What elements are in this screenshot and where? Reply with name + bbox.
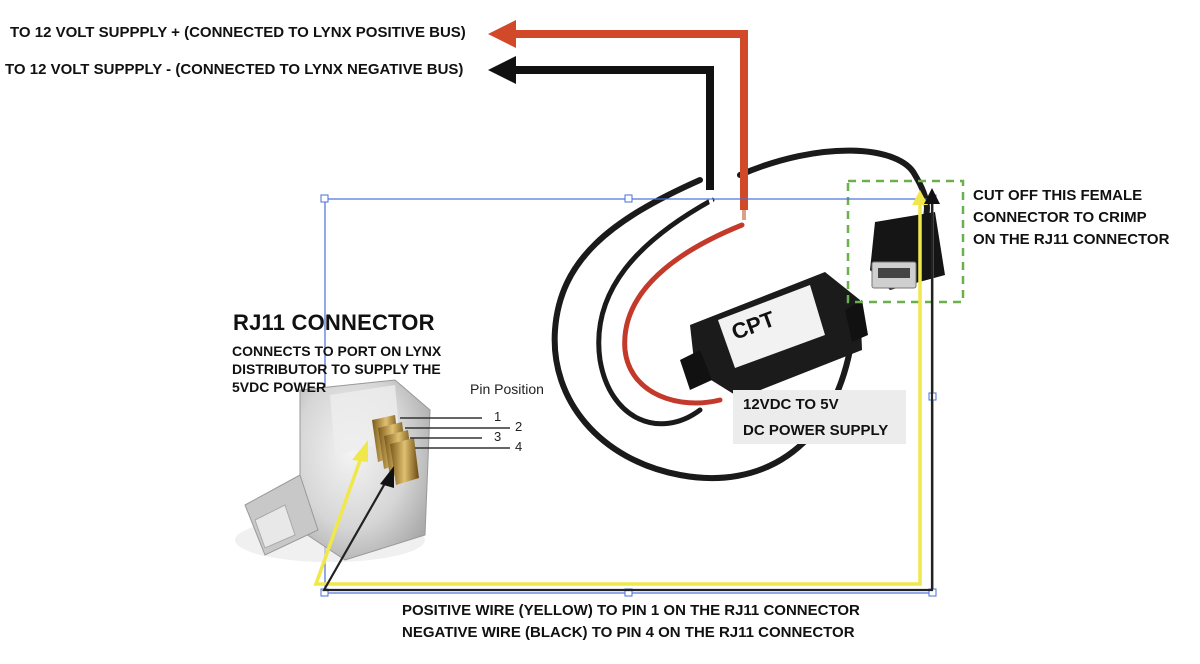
negative-wire-instruction: NEGATIVE WIRE (BLACK) TO PIN 4 ON THE RJ…	[402, 624, 855, 641]
pin-number-2: 2	[515, 419, 523, 434]
rj11-desc-line1: CONNECTS TO PORT ON LYNX	[232, 343, 442, 359]
pin-number-4: 4	[515, 439, 523, 454]
black-arrowhead-top	[924, 188, 940, 204]
negative-arrowhead	[488, 56, 516, 84]
black-arrowhead	[380, 466, 394, 488]
pin-leader-lines	[400, 417, 510, 449]
rj11-title: RJ11 CONNECTOR	[233, 310, 435, 335]
positive-bus-label: TO 12 VOLT SUPPPLY + (CONNECTED TO LYNX …	[10, 24, 466, 41]
usb-cable	[737, 147, 930, 233]
positive-arrowhead	[488, 20, 516, 48]
converter-module: CPT	[680, 272, 868, 398]
negative-lead-line	[512, 66, 714, 190]
positive-wire-instruction: POSITIVE WIRE (YELLOW) TO PIN 1 ON THE R…	[402, 602, 860, 619]
pin-number-3: 3	[494, 429, 502, 444]
power-supply-label-box: 12VDC TO 5V DC POWER SUPPLY	[733, 390, 906, 444]
power-supply-line1: 12VDC TO 5V	[743, 396, 839, 413]
black-wire	[322, 200, 934, 592]
rj11-desc-line2: DISTRIBUTOR TO SUPPLY THE	[232, 361, 441, 377]
cut-off-line3: ON THE RJ11 CONNECTOR	[973, 231, 1170, 248]
rj11-desc-line3: 5VDC POWER	[232, 379, 327, 395]
pin-position-label: Pin Position	[470, 381, 544, 397]
power-supply-line2: DC POWER SUPPLY	[743, 422, 889, 439]
cut-off-note: CUT OFF THIS FEMALE CONNECTOR TO CRIMP O…	[973, 185, 1169, 251]
negative-bus-label: TO 12 VOLT SUPPPLY - (CONNECTED TO LYNX …	[5, 61, 464, 78]
rj11-description: CONNECTS TO PORT ON LYNX DISTRIBUTOR TO …	[232, 342, 441, 396]
yellow-arrowhead	[352, 440, 368, 462]
usb-cable-loop	[551, 177, 853, 482]
input-red-wire	[622, 222, 745, 406]
yellow-wire	[313, 200, 922, 586]
cut-off-line1: CUT OFF THIS FEMALE	[973, 187, 1143, 204]
cut-off-line2: CONNECTOR TO CRIMP	[973, 209, 1147, 226]
rj11-connector-image	[235, 379, 431, 562]
input-black-wire	[596, 197, 715, 427]
pin-number-1: 1	[494, 409, 502, 424]
positive-lead-line	[512, 30, 748, 210]
cut-off-highlight-box	[846, 179, 965, 304]
usb-female-connector	[870, 212, 945, 290]
